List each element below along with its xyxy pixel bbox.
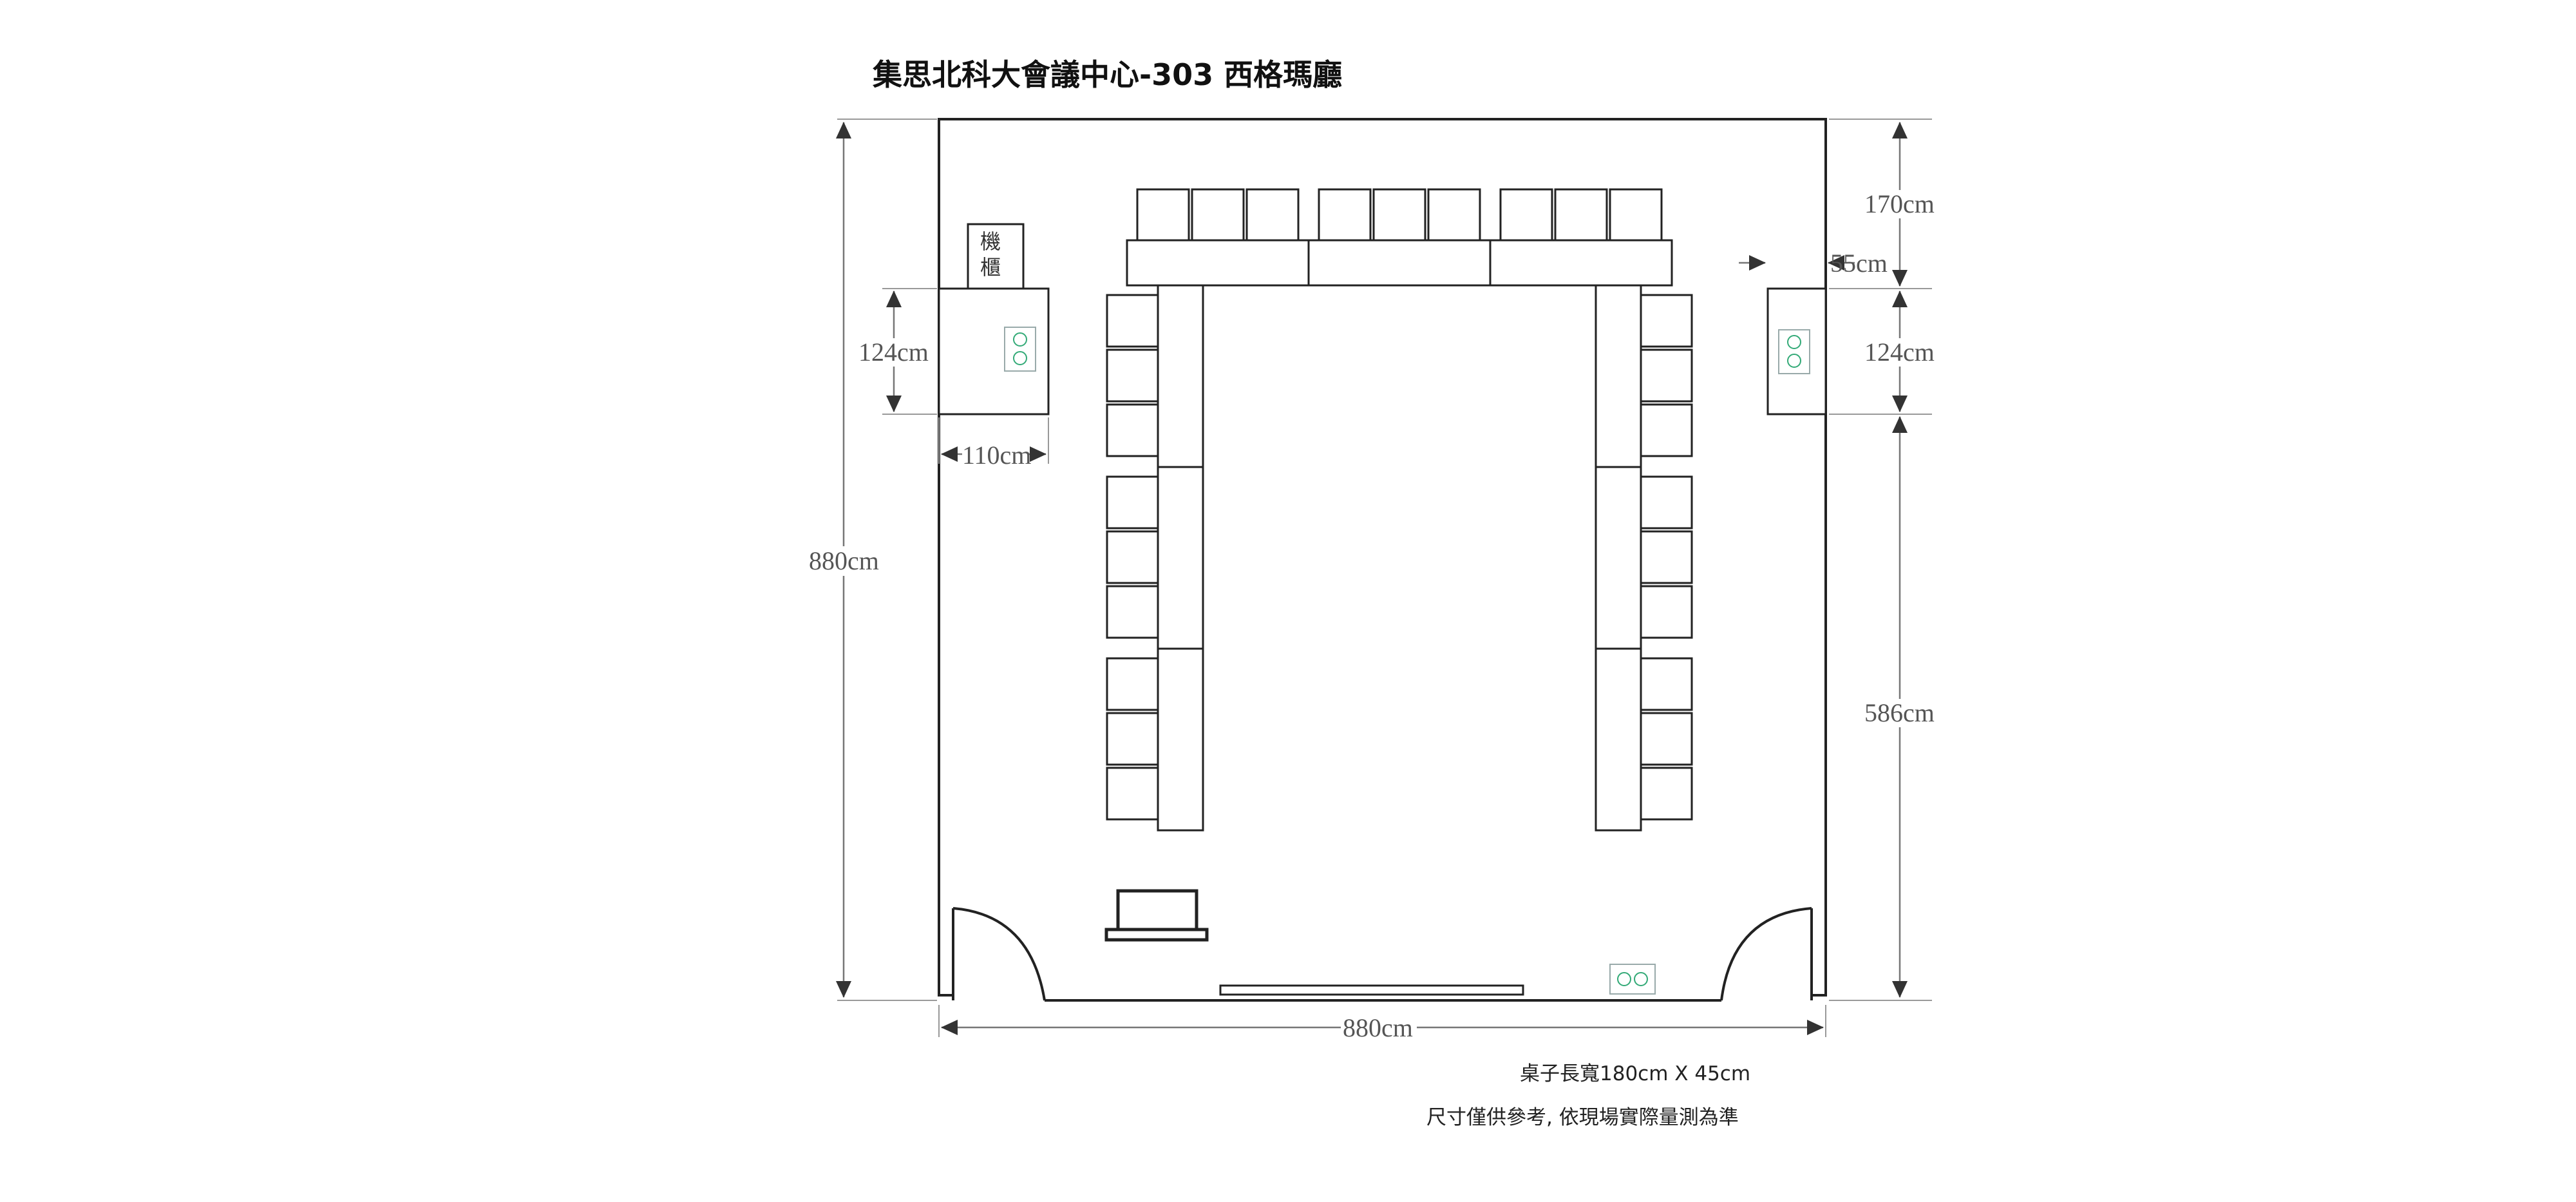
chair (1427, 188, 1481, 242)
right-wall-box (1766, 287, 1827, 415)
table (1489, 239, 1673, 287)
chair (1372, 188, 1426, 242)
chair (1609, 188, 1663, 242)
table (1157, 647, 1204, 832)
page-title: 集思北科大會議中心-303 西格瑪廳 (872, 57, 1342, 92)
dimension-label-right-top-gap: 170cm (1864, 189, 1935, 218)
chair (1318, 188, 1372, 242)
chair (1640, 530, 1693, 584)
dimension-label-room-width: 880cm (1343, 1013, 1413, 1042)
chair (1640, 657, 1693, 711)
chair (1106, 585, 1159, 639)
table (1595, 466, 1642, 650)
power-outlet-icon (1004, 327, 1036, 372)
chair (1499, 188, 1553, 242)
cabinet: 機 櫃 (967, 223, 1025, 290)
chair (1106, 475, 1159, 529)
dimension-label-room-height: 880cm (809, 546, 879, 575)
chair (1640, 294, 1693, 348)
dimension-label-left-box-height: 124cm (858, 338, 929, 367)
dimension-label-right-box-width: 55cm (1830, 249, 1888, 278)
chair (1640, 585, 1693, 639)
chair (1106, 403, 1159, 457)
chair (1136, 188, 1190, 242)
dimension-label-right-bottom-gap: 586cm (1864, 698, 1935, 727)
table (1595, 647, 1642, 832)
dimension-label-left-box-width: 110cm (962, 441, 1031, 470)
projection-screen (1219, 984, 1524, 996)
table (1595, 284, 1642, 468)
power-outlet-icon (1778, 329, 1810, 374)
chair (1191, 188, 1245, 242)
chair (1640, 712, 1693, 766)
chair (1106, 348, 1159, 403)
room-walls (938, 118, 1827, 1002)
table (1126, 239, 1310, 287)
table-layout (1106, 188, 1693, 832)
chair (1106, 657, 1159, 711)
chair (1106, 530, 1159, 584)
cabinet-label: 櫃 (980, 255, 1001, 280)
podium (1104, 889, 1209, 942)
floor-outlet-icon (1609, 964, 1656, 995)
table (1307, 239, 1492, 287)
note-disclaimer: 尺寸僅供參考, 依現場實際量測為準 (1426, 1106, 1739, 1129)
note-table-size: 桌子長寬180cm X 45cm (1520, 1062, 1750, 1085)
chair (1640, 403, 1693, 457)
chair (1640, 767, 1693, 821)
chair (1106, 712, 1159, 766)
dimension-label-right-box-height: 124cm (1864, 338, 1935, 367)
chair (1554, 188, 1608, 242)
table (1157, 466, 1204, 650)
chair (1106, 294, 1159, 348)
chair (1245, 188, 1300, 242)
chair (1640, 475, 1693, 529)
cabinet-label: 機 (980, 229, 1001, 254)
left-wall-box (938, 287, 1050, 415)
table (1157, 284, 1204, 468)
chair (1106, 767, 1159, 821)
chair (1640, 348, 1693, 403)
